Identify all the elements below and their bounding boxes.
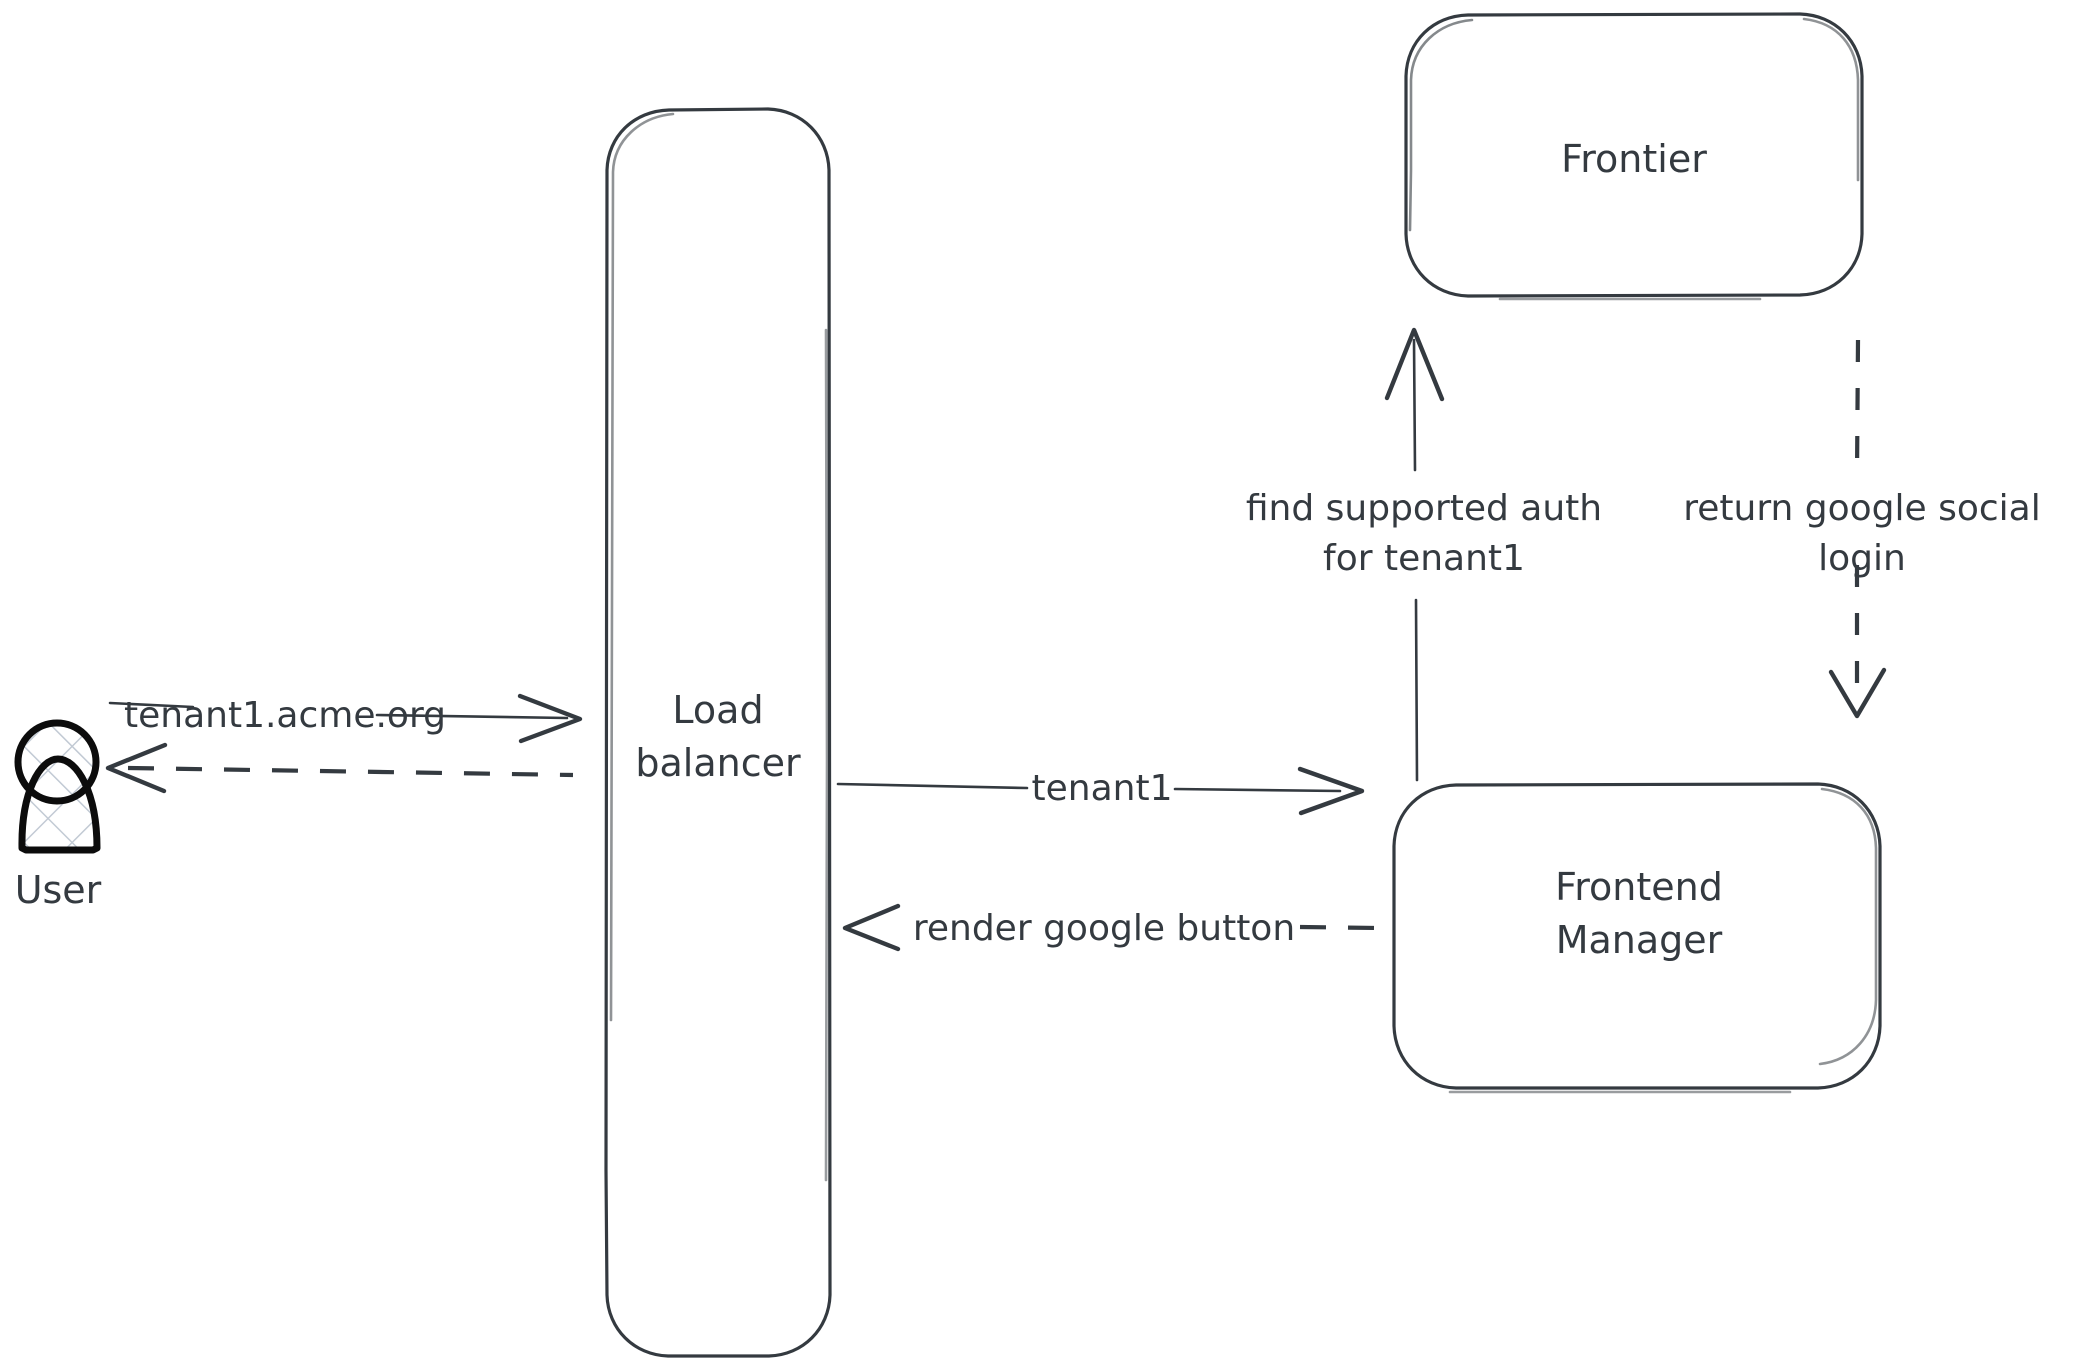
edge-fm-to-frontier-arrowhead	[1384, 327, 1445, 402]
load-balancer-label-line1: Load	[672, 688, 763, 732]
edge-fm-to-lb-line	[1299, 924, 1381, 931]
edge-lb-to-fm-line-right	[1173, 787, 1342, 793]
frontier-outline	[1404, 12, 1864, 298]
frontier-label: Frontier	[1561, 137, 1707, 181]
edge-lb-to-user-line	[127, 765, 574, 778]
user-body-icon	[18, 755, 101, 854]
load-balancer-label-line2: balancer	[635, 741, 801, 785]
user-head-icon	[14, 719, 100, 805]
frontier-sketch-stroke-a	[1408, 18, 1474, 232]
edge-fm-to-frontier-line-upper	[1412, 338, 1417, 472]
edge-lb-to-fm-line-left	[836, 782, 1029, 790]
load-balancer-sketch-stroke-a	[609, 112, 675, 1022]
edge-load-balancer-to-user[interactable]	[105, 742, 574, 794]
edge-fm-to-lb-label: render google button	[913, 908, 1295, 949]
edge-lb-to-user-arrowhead	[105, 742, 168, 794]
edge-lb-to-fm-arrowhead	[1297, 766, 1365, 816]
edge-user-to-lb-arrowhead	[517, 693, 583, 744]
node-load-balancer[interactable]: Load balancer	[604, 107, 832, 1358]
edge-load-balancer-to-frontend-manager[interactable]: tenant1	[836, 766, 1365, 816]
edge-frontier-to-fm-label-line2: login	[1818, 538, 1906, 579]
load-balancer-outline	[604, 107, 832, 1358]
frontend-manager-sketch-stroke-a	[1818, 787, 1878, 1066]
actor-user[interactable]: User	[14, 719, 102, 912]
frontend-manager-outline	[1392, 782, 1882, 1090]
edge-frontier-to-fm-label-line1: return google social	[1683, 488, 2041, 529]
edge-frontend-manager-to-frontier[interactable]: find supported auth for tenant1	[1246, 327, 1602, 782]
edge-frontier-to-frontend-manager[interactable]: return google social login	[1683, 339, 2041, 719]
edge-user-to-lb-line-right	[375, 713, 569, 720]
node-frontend-manager[interactable]: Frontend Manager	[1392, 782, 1882, 1094]
edge-user-to-load-balancer[interactable]: tenant1.acme.org	[108, 693, 583, 744]
load-balancer-sketch-stroke-b	[824, 328, 829, 1182]
frontend-manager-label-line2: Manager	[1556, 918, 1723, 962]
edge-user-to-lb-line-left	[108, 701, 195, 709]
edge-fm-to-frontier-label-line1: find supported auth	[1246, 488, 1602, 529]
frontier-sketch-stroke-b	[1802, 17, 1860, 182]
edge-fm-to-frontier-label-line2: for tenant1	[1323, 538, 1525, 579]
edge-frontend-manager-to-load-balancer[interactable]: render google button	[842, 903, 1381, 952]
node-frontier[interactable]: Frontier	[1404, 12, 1864, 301]
user-label: User	[15, 868, 102, 912]
edge-fm-to-frontier-line-lower	[1414, 598, 1419, 782]
edge-fm-to-lb-arrowhead	[842, 903, 901, 952]
edge-frontier-to-fm-arrowhead	[1828, 667, 1887, 719]
edge-lb-to-fm-label: tenant1	[1032, 768, 1173, 809]
edge-frontier-to-fm-line-upper	[1854, 339, 1861, 476]
frontend-manager-label-line1: Frontend	[1555, 865, 1723, 909]
edge-user-to-lb-label: tenant1.acme.org	[124, 695, 446, 736]
